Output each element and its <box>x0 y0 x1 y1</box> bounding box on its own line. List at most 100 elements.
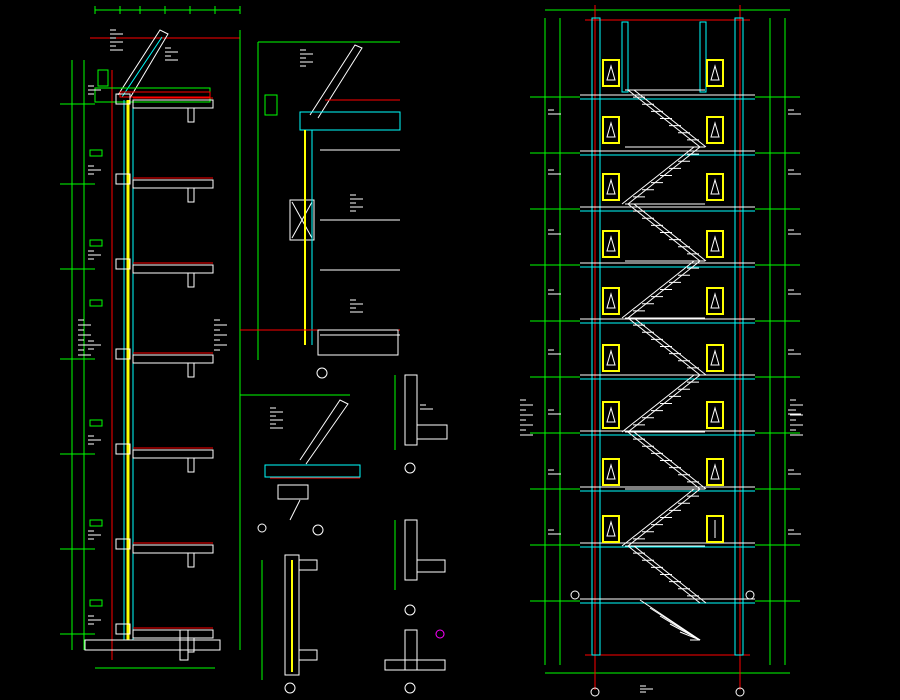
detail-d-head <box>298 559 318 571</box>
detail-d-sill <box>298 649 318 661</box>
sill-detail <box>115 173 131 185</box>
window-sash-icon <box>706 287 724 315</box>
dim-box <box>89 599 103 607</box>
detail-d-wall <box>284 554 300 676</box>
floor-slab <box>132 99 214 109</box>
detail-callout-icon <box>312 524 324 536</box>
detail-b-parapet <box>299 399 349 465</box>
sill-detail <box>115 623 131 635</box>
detail-callout-icon <box>404 462 416 474</box>
floor-slab <box>132 179 214 189</box>
detail-b-roof <box>264 464 361 478</box>
circle-axis-icon <box>590 687 600 697</box>
foundation-beam <box>179 629 189 661</box>
plan-core-wall-left <box>621 21 629 93</box>
window-arrow-icon <box>606 520 616 537</box>
beam <box>187 552 195 568</box>
beam <box>187 272 195 288</box>
dim-box <box>89 299 103 307</box>
window-sash-icon <box>602 230 620 258</box>
detail-callout-icon <box>316 367 328 379</box>
detail-a-box <box>264 94 278 116</box>
stair-stringer <box>621 488 695 547</box>
stair-stringer <box>621 374 695 433</box>
window-sash-icon <box>706 458 724 486</box>
window-arrow-icon <box>606 463 616 480</box>
detail-a-x2 <box>291 201 313 239</box>
circle-axis-icon <box>745 590 755 600</box>
stair-stringer <box>621 260 695 319</box>
sill-detail <box>115 258 131 270</box>
window-sash-icon <box>602 287 620 315</box>
plan-right-wall <box>734 17 744 656</box>
window-arrow-icon <box>710 463 720 480</box>
window-sash-icon <box>706 515 724 543</box>
plan-left-wall <box>591 17 601 656</box>
window-arrow-icon <box>606 121 616 138</box>
window-sash-icon <box>602 401 620 429</box>
window-arrow-icon <box>606 64 616 81</box>
floor-slab <box>132 449 214 459</box>
window-arrow-icon <box>710 121 720 138</box>
window-arrow-icon <box>710 406 720 423</box>
beam <box>187 107 195 123</box>
detail-e-wall <box>404 519 418 581</box>
parapet-inner <box>121 36 163 98</box>
detail-a-base <box>317 329 399 356</box>
window-arrow-icon <box>710 178 720 195</box>
dim-box <box>89 149 103 157</box>
detail-a-roof <box>299 111 401 131</box>
floor-slab <box>132 354 214 364</box>
detail-callout-icon <box>404 604 416 616</box>
window-sash-icon <box>706 59 724 87</box>
detail-callout-icon <box>404 682 416 694</box>
roof-detail-box <box>97 69 109 87</box>
detail-b-gutter <box>277 484 309 500</box>
window-sash-icon <box>602 173 620 201</box>
window-sash-icon <box>706 230 724 258</box>
detail-f-slab <box>384 659 446 671</box>
detail-views <box>240 41 448 694</box>
detail-a-parapet <box>309 44 363 119</box>
window-arrow-icon <box>710 349 720 366</box>
floor-slab <box>132 264 214 274</box>
detail-e-slab <box>416 559 446 573</box>
detail-b-leader <box>289 499 301 521</box>
window-arrow-icon <box>606 349 616 366</box>
beam <box>187 362 195 378</box>
window-arrow-icon <box>606 406 616 423</box>
window-arrow-icon <box>710 292 720 309</box>
window-sash-icon <box>602 59 620 87</box>
window-arrow-icon <box>606 235 616 252</box>
window-arrow-icon <box>710 64 720 81</box>
window-arrow-icon <box>710 235 720 252</box>
window-sash-icon <box>602 116 620 144</box>
detail-c-slab <box>416 424 448 440</box>
ground-stair <box>679 631 701 641</box>
dim-box <box>89 419 103 427</box>
window-sash-icon <box>602 344 620 372</box>
detail-callout-icon <box>257 523 267 533</box>
detail-callout-icon <box>435 629 445 639</box>
stair-plan <box>520 5 803 697</box>
wall-section-elevation <box>60 6 241 669</box>
circle-axis-icon <box>735 687 745 697</box>
window-arrow-icon <box>606 178 616 195</box>
window-arrow-icon <box>606 292 616 309</box>
dim-box <box>89 239 103 247</box>
sill-detail <box>115 538 131 550</box>
detail-f-wall <box>404 629 418 671</box>
ground-stair <box>669 623 701 641</box>
sill-detail <box>115 443 131 455</box>
detail-a-window-box <box>289 199 315 241</box>
window-sash-icon <box>706 344 724 372</box>
ground-slab <box>84 639 221 651</box>
parapet-outline <box>117 29 169 99</box>
floor-slab <box>132 544 214 554</box>
stair-stringer <box>621 146 695 205</box>
sill-detail <box>115 93 131 105</box>
sill-detail <box>115 348 131 360</box>
beam <box>187 457 195 473</box>
